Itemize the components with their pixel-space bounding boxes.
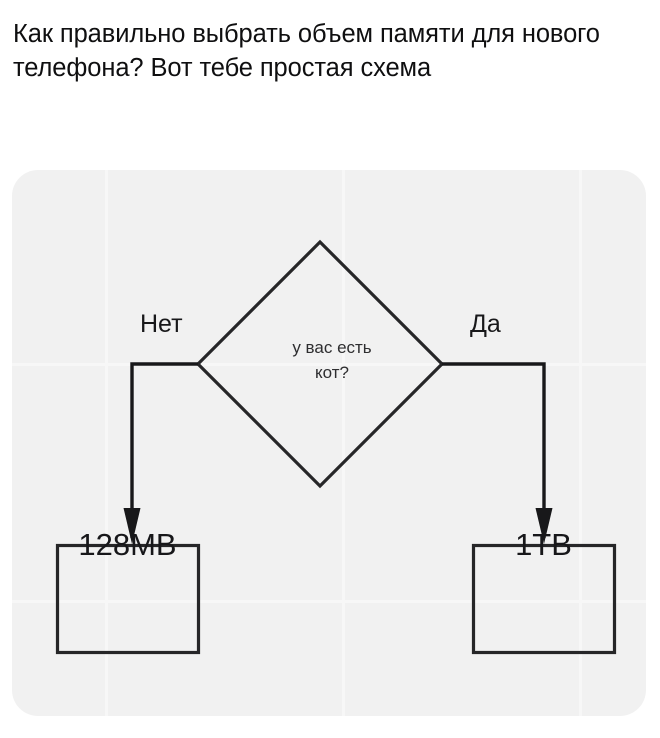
edge-no-arrowhead (123, 508, 141, 544)
decision-label-line2: кот? (315, 363, 349, 382)
grid-line-vertical-2 (342, 170, 345, 716)
decision-label-line1: у вас есть (292, 338, 372, 357)
grid-line-vertical-3 (579, 170, 582, 716)
grid-line-horizontal-2 (12, 600, 646, 603)
outcome-box-right (471, 543, 617, 655)
decision-diamond (195, 239, 445, 489)
grid-line-vertical-1 (105, 170, 108, 716)
edge-no-line (130, 362, 198, 538)
flowchart-graphics (55, 239, 617, 655)
grid-line-horizontal-1 (12, 363, 646, 366)
outcome-box-left (55, 543, 201, 655)
edge-yes-line (442, 362, 546, 538)
outcome-label-right: 1TB (515, 527, 572, 562)
decision-label: у вас есть кот? (244, 335, 420, 385)
page-title: Как правильно выбрать объем памяти для н… (13, 20, 607, 82)
flowchart-panel: у вас есть кот? Нет Да 128MB 1TB (12, 170, 646, 716)
edge-label-no: Нет (140, 310, 183, 338)
edge-yes-arrowhead (535, 508, 553, 544)
outcome-label-left: 128MB (78, 527, 177, 562)
edge-label-yes: Да (470, 310, 501, 338)
